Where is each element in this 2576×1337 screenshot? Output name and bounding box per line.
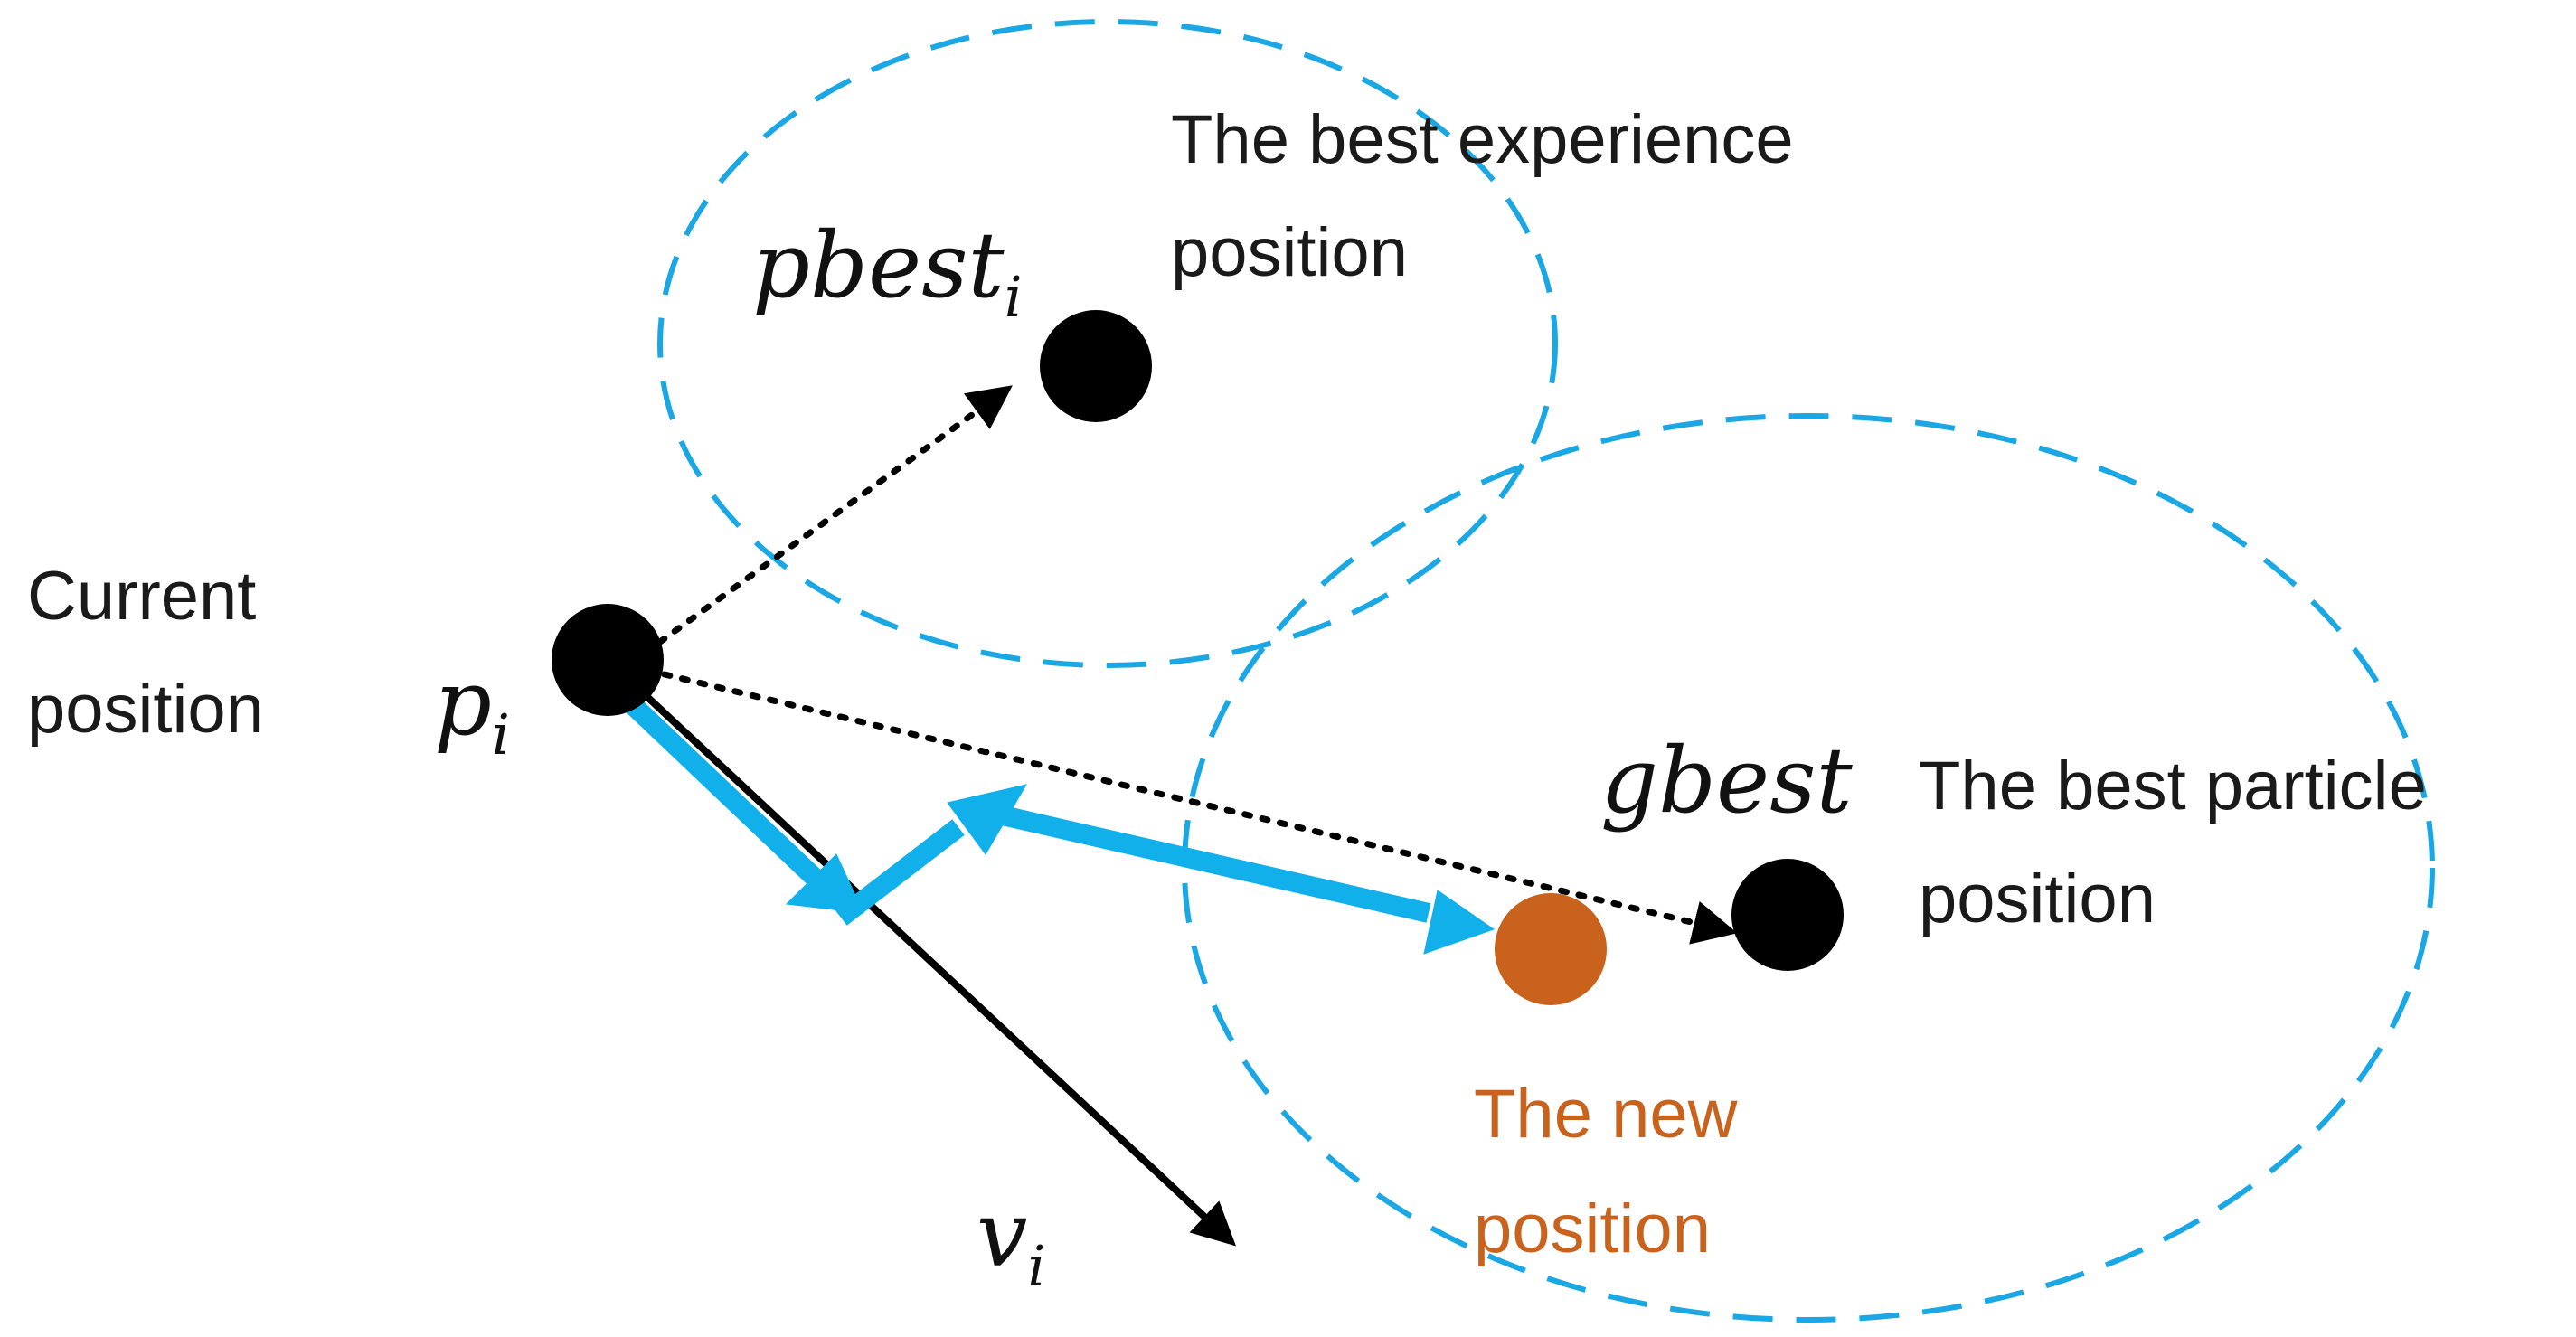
velocity-arrow: [605, 657, 1237, 1247]
movement-path: [626, 698, 1496, 955]
p-i-symbol: pi: [434, 650, 510, 767]
current-position-label-line2: position: [27, 671, 264, 748]
gbest-point: [1731, 859, 1844, 971]
pbest-point: [1040, 310, 1152, 422]
new-position-label-line1: The new: [1474, 1076, 1739, 1153]
pbest-attraction-arrow: [656, 385, 1013, 645]
gbest-symbol: gbest: [1600, 728, 1854, 833]
current-position-point: [552, 604, 664, 716]
gbest-region-ellipse: [1182, 413, 2435, 1323]
new-position-label-line2: position: [1474, 1191, 1711, 1267]
pbest-label-line2: position: [1171, 214, 1408, 291]
pbest-i-symbol: pbesti: [752, 212, 1023, 330]
gbest-attraction-arrow: [661, 671, 1738, 945]
pbest-region-ellipse: [657, 19, 1558, 668]
current-position-label-line1: Current: [27, 558, 256, 635]
gbest-label-line1: The best particle: [1919, 748, 2427, 824]
pbest-label-line1: The best experience: [1171, 101, 1794, 178]
gbest-label-line2: position: [1919, 861, 2156, 937]
new-position-point: [1495, 893, 1607, 1005]
v-i-symbol: vi: [977, 1182, 1045, 1299]
